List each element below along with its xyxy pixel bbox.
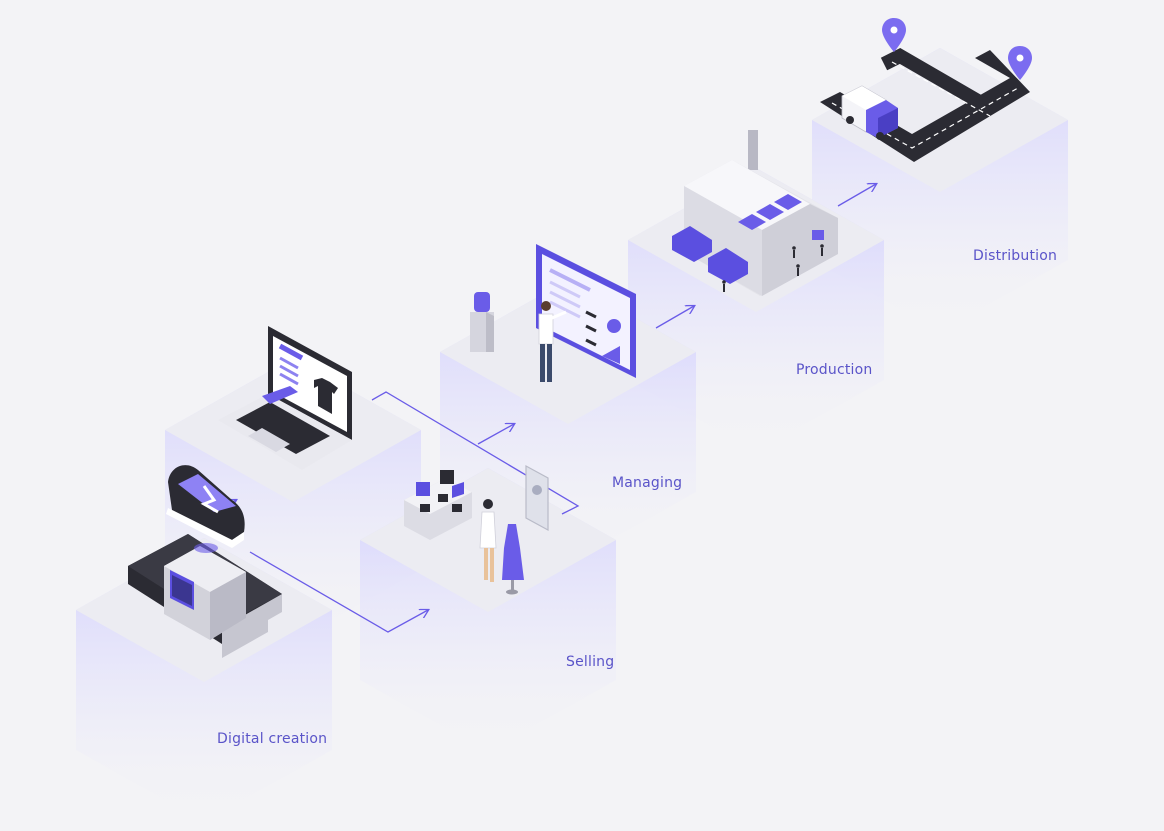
- arrow-production-to-distribution: [837, 184, 876, 207]
- arrow-creation-to-selling: [249, 551, 428, 633]
- arrow-selling-to-managing: [477, 424, 514, 445]
- sneaker-3d-scanner-icon: [128, 465, 282, 658]
- dashboard-presentation-icon: [470, 244, 636, 382]
- flow-arrows: [221, 184, 876, 633]
- stage-label-production: Production: [796, 362, 873, 378]
- stage-label-digital-creation: Digital creation: [217, 731, 328, 747]
- laptop-shirt-design-icon: [218, 326, 352, 470]
- map-pin-icon: [1008, 46, 1032, 80]
- arrow-design-to-selling: [371, 391, 580, 515]
- stage-label-selling: Selling: [566, 654, 615, 670]
- delivery-truck-map-icon: [820, 18, 1032, 162]
- stage-label-managing: Managing: [612, 475, 683, 491]
- boutique-shop-icon: [404, 464, 549, 595]
- arrow-managing-to-production: [655, 306, 694, 329]
- stage-label-distribution: Distribution: [973, 248, 1058, 264]
- map-pin-icon: [882, 18, 906, 52]
- factory-icon: [672, 130, 838, 296]
